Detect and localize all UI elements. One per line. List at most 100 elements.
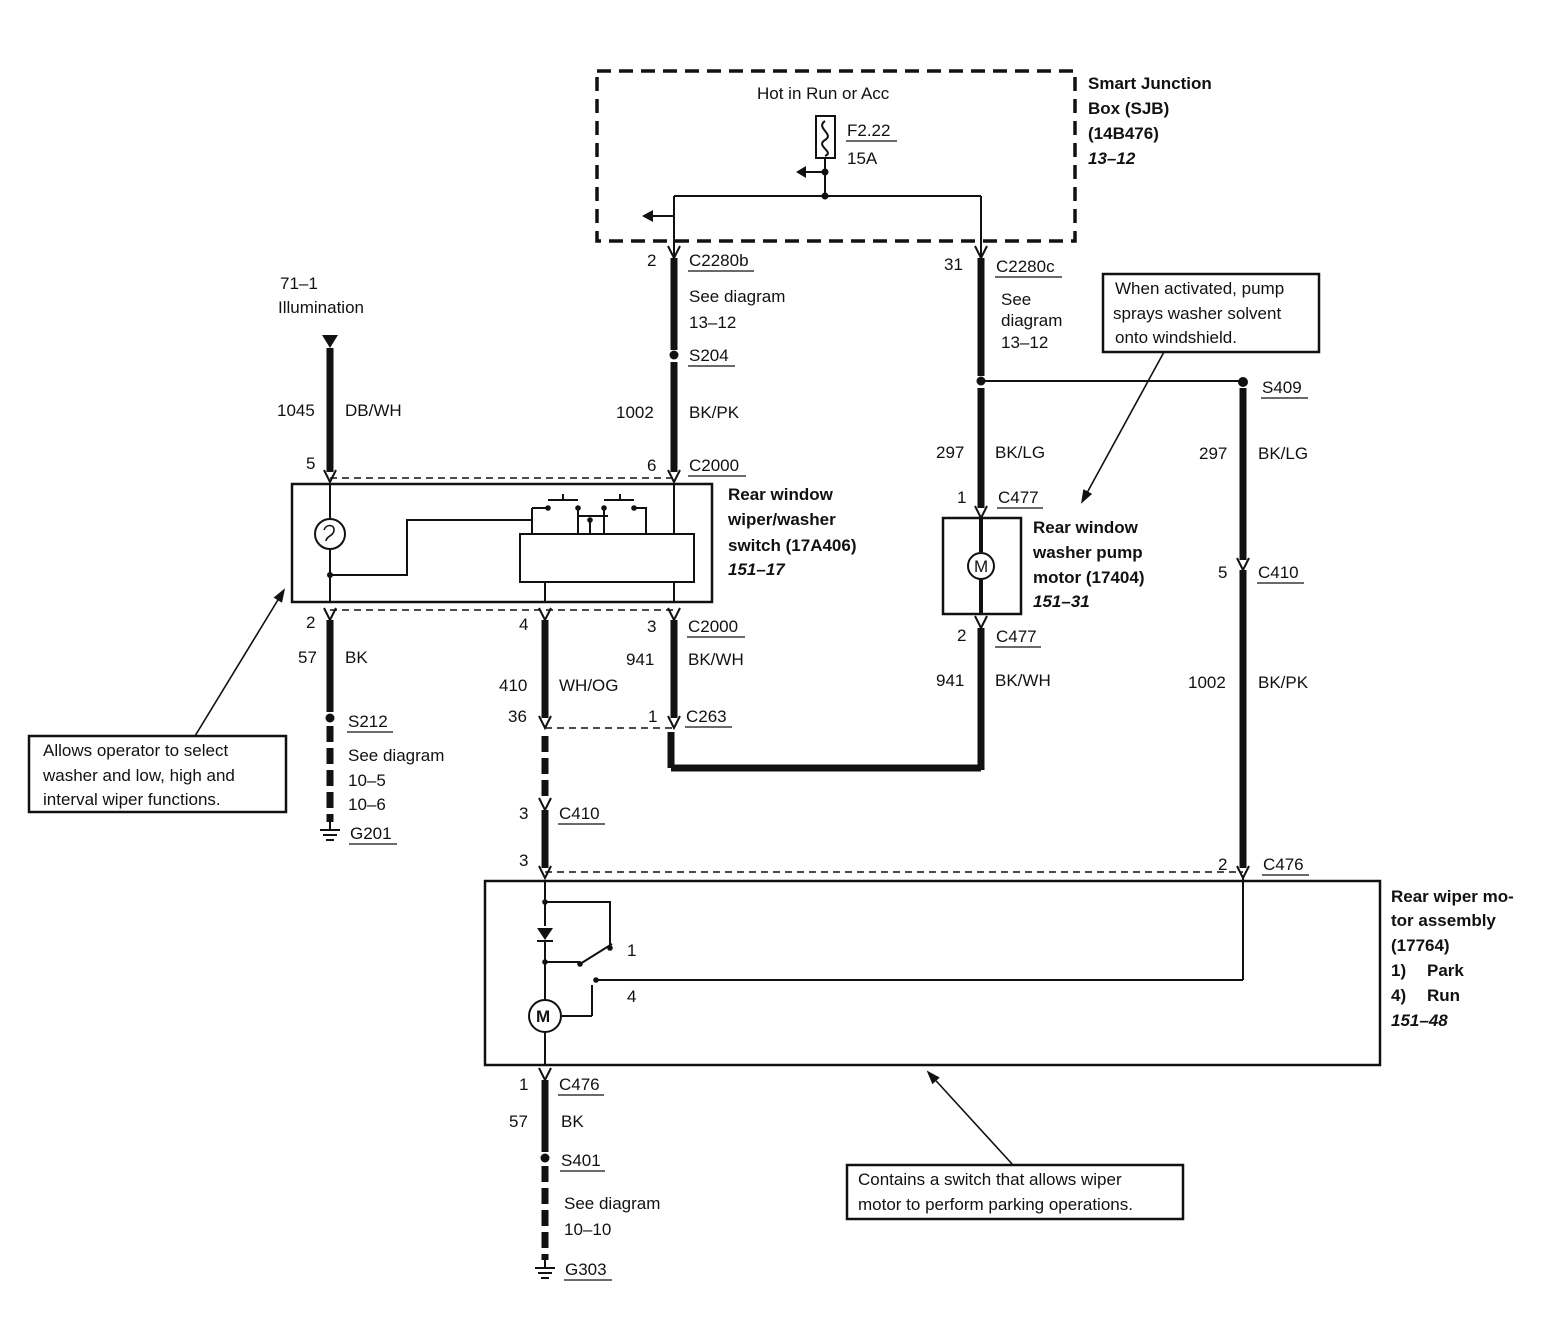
- ground-g201: G201: [350, 824, 392, 843]
- c2280c-diagram: diagram: [1001, 311, 1062, 330]
- c476-connector-bottom: C476: [559, 1075, 600, 1094]
- ground-icon-g201: [320, 822, 340, 841]
- sjb-ref: 13–12: [1088, 149, 1136, 168]
- c2000-pin6: 6: [647, 456, 656, 475]
- circuit-57-left: 57: [298, 648, 317, 667]
- wire-switch-outputs: 4 3 C2000 941 BK/WH 410 WH/OG 36 1 C263: [499, 607, 745, 768]
- wiper-washer-switch: Rear window wiper/washer switch (17A406)…: [290, 477, 857, 611]
- ground-icon-g303: [535, 1260, 555, 1279]
- c2280c-see: See: [1001, 290, 1031, 309]
- color-bk-bottom: BK: [561, 1112, 584, 1131]
- wire-center-branch: 3 C410 3: [519, 736, 1243, 881]
- circuit-1002-right: 1002: [1188, 673, 1226, 692]
- motor-note-1: Contains a switch that allows wiper: [858, 1170, 1122, 1189]
- terminal-4: 4: [627, 987, 636, 1006]
- wiper-motor-title-3: (17764): [1391, 936, 1450, 955]
- wire-bottom-ground: 1 C476 57 BK S401 See diagram 10–10 G303: [509, 1067, 660, 1281]
- c410-pin3a: 3: [519, 804, 528, 823]
- color-bk-wh-pump: BK/WH: [995, 671, 1051, 690]
- c410-pin5: 5: [1218, 563, 1227, 582]
- circuit-1002-label: 1002: [616, 403, 654, 422]
- color-bk-pk-label: BK/PK: [689, 403, 740, 422]
- color-bk-wh-switch: BK/WH: [688, 650, 744, 669]
- diode-icon: [537, 928, 553, 940]
- wiper-motor-outline: [483, 879, 1382, 1067]
- c2280b-connector: C2280b: [689, 251, 749, 270]
- splice-s204-label: S204: [689, 346, 729, 365]
- c2000-connector-top: C2000: [689, 456, 739, 475]
- wiper-motor-ref: 151–48: [1391, 1011, 1448, 1030]
- switch-module-block: [519, 533, 695, 583]
- c476-pin1: 1: [519, 1075, 528, 1094]
- illum-label: Illumination: [278, 298, 364, 317]
- color-bk-lg-right: BK/LG: [1258, 444, 1308, 463]
- wire-right-branch: S409 297 BK/LG 5 C410 1002 BK/PK 2 C476: [1188, 377, 1309, 881]
- mode-4-run: Run: [1427, 986, 1460, 1005]
- c477-connector-top: C477: [998, 488, 1039, 507]
- pump-note-2: sprays washer solvent: [1113, 304, 1281, 323]
- c410-connector-center: C410: [559, 804, 600, 823]
- c2280b-see-diagram: See diagram: [689, 287, 785, 306]
- pump-note-3: onto windshield.: [1115, 328, 1237, 347]
- terminal-1: 1: [627, 941, 636, 960]
- wiper-motor-title-1: Rear wiper mo-: [1391, 887, 1514, 906]
- switch-note-2: washer and low, high and: [42, 766, 235, 785]
- c476-connector-top: C476: [1263, 855, 1304, 874]
- fuse-symbol: [815, 115, 836, 159]
- switch-title-2: wiper/washer: [727, 510, 836, 529]
- sjb-dashed-outline: [595, 69, 1077, 243]
- mode-1-park: Park: [1427, 961, 1464, 980]
- fuse-id: F2.22: [847, 121, 890, 140]
- feed-arrow-icon-2: [642, 210, 653, 222]
- sjb-power-label: Hot in Run or Acc: [757, 84, 890, 103]
- sjb-title-3: (14B476): [1088, 124, 1159, 143]
- smart-junction-box: Hot in Run or Acc F2.22 15A Smart Juncti…: [595, 69, 1212, 258]
- bottom-see-diagram: See diagram: [564, 1194, 660, 1213]
- c2280b-pin: 2: [647, 251, 656, 270]
- bottom-ref: 10–10: [564, 1220, 611, 1239]
- pump-title-3: motor (17404): [1033, 568, 1144, 587]
- c2000-pin5: 5: [306, 454, 315, 473]
- circuit-57-bottom: 57: [509, 1112, 528, 1131]
- c263-pin36: 36: [508, 707, 527, 726]
- color-bk-pk-right: BK/PK: [1258, 673, 1309, 692]
- wire-left-branch: 71–1 Illumination 1045 DB/WH 5 2 57 BK S…: [277, 274, 444, 845]
- splice-s212-label: S212: [348, 712, 388, 731]
- motor-note-2: motor to perform parking operations.: [858, 1195, 1133, 1214]
- switch-note-3: interval wiper functions.: [43, 790, 221, 809]
- sjb-title-2: Box (SJB): [1088, 99, 1169, 118]
- switch-note: Allows operator to select washer and low…: [27, 588, 288, 814]
- wire-941-bk-wh-pump: 2 C477 941 BK/WH: [671, 615, 1051, 772]
- splice-s212-dot: [325, 713, 335, 723]
- mode-4-num: 4): [1391, 986, 1406, 1005]
- splice-s409-dot: [1238, 377, 1248, 387]
- pump-ref: 151–31: [1033, 592, 1090, 611]
- splice-s401-dot: [540, 1153, 550, 1163]
- fuse-rating: 15A: [847, 149, 878, 168]
- pump-note-1: When activated, pump: [1115, 279, 1284, 298]
- rear-wiper-motor-assembly: M 1 4 Rear wiper mo- tor assembly (17764…: [483, 878, 1514, 1067]
- wire-297-bk-lg-pump: 31 C2280c See diagram 13–12 297 BK/LG 1 …: [936, 245, 1243, 521]
- c2280b-ref: 13–12: [689, 313, 736, 332]
- pump-note: When activated, pump sprays washer solve…: [1081, 272, 1321, 504]
- fuse-element: [821, 120, 829, 157]
- motor-note: Contains a switch that allows wiper moto…: [845, 1070, 1185, 1221]
- wire-1002-bk-pk: 2 C2280b See diagram 13–12 S204 1002 BK/…: [616, 245, 785, 485]
- c410-connector-right: C410: [1258, 563, 1299, 582]
- illumination-arrow-icon: [322, 335, 338, 348]
- c477-pin2: 2: [957, 626, 966, 645]
- splice-s204-dot: [669, 350, 679, 360]
- color-bk-lg-label: BK/LG: [995, 443, 1045, 462]
- circuit-297-label: 297: [936, 443, 964, 462]
- wiper-motor-title-2: tor assembly: [1391, 911, 1496, 930]
- pump-motor-symbol: M: [974, 557, 988, 576]
- color-db-wh-label: DB/WH: [345, 401, 402, 420]
- color-wh-og-label: WH/OG: [559, 676, 619, 695]
- sjb-title-1: Smart Junction: [1088, 74, 1212, 93]
- c2000-connector-bottom: C2000: [688, 617, 738, 636]
- left-ref-1: 10–5: [348, 771, 386, 790]
- washer-pump-motor: M Rear window washer pump motor (17404) …: [941, 516, 1144, 616]
- color-bk-left: BK: [345, 648, 368, 667]
- ground-g303: G303: [565, 1260, 607, 1279]
